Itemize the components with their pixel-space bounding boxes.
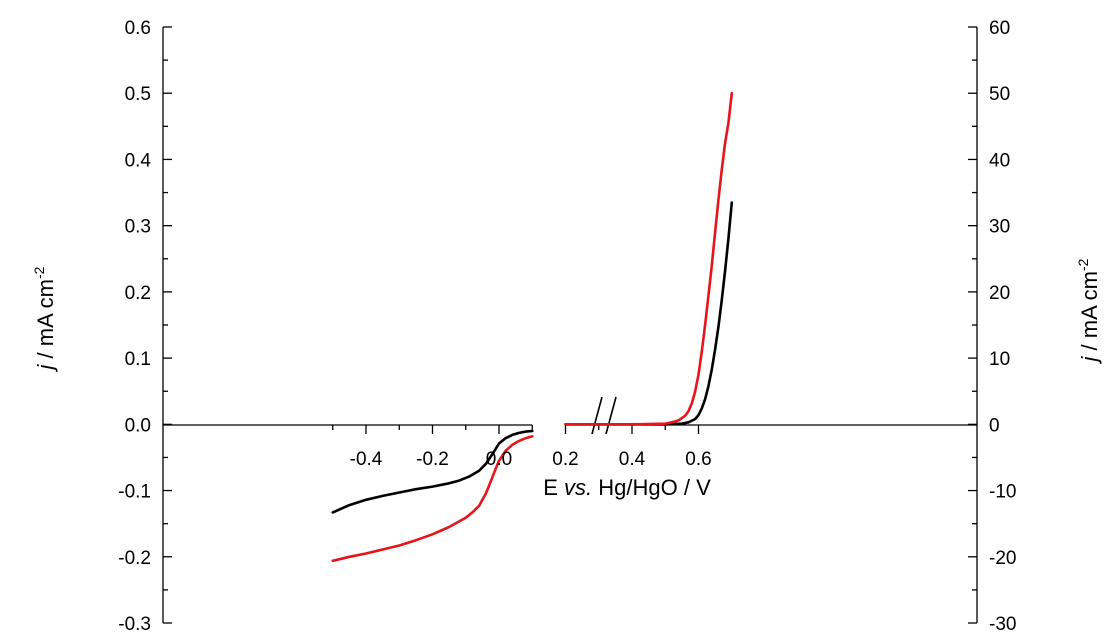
x-axis-label-italic: vs. [564,475,592,500]
y-right-tick-label: 30 [989,217,1010,238]
y-left-tick-label: -0.2 [118,548,151,569]
y-left-tick-label: 0.1 [125,349,151,370]
y-left-tick-label: 0.3 [125,217,151,238]
y-right-axis-label-superscript: -2 [1075,258,1091,271]
axis-break-mark [591,396,603,435]
axis-break-mark [605,396,617,435]
y-left-axis-label-italic: j [33,363,58,372]
x-tick-label: -0.4 [350,449,383,470]
y-left-tick-label: 0.2 [125,283,151,304]
labels: -0.3-0.2-0.10.00.10.20.30.40.50.6-30-20-… [31,18,1102,634]
y-right-axis-label-text: / mA cm [1077,271,1102,357]
y-left-axis-label-superscript: -2 [31,266,47,279]
x-axis-label: E vs. Hg/HgO / V [543,475,711,500]
x-tick-label: 0.4 [619,449,646,470]
y-right-tick-label: -30 [989,614,1016,634]
x-tick-label: 0.0 [486,449,512,470]
axes [162,26,978,624]
x-tick-label: 0.2 [552,449,578,470]
y-right-axis-label-italic: j [1077,355,1102,364]
y-left-tick-label: 0.6 [125,18,151,39]
y-left-axis-label: j / mA cm-2 [31,266,58,372]
x-tick-label: -0.2 [416,449,449,470]
series-1-left-line [331,429,534,514]
y-left-tick-label: 0.5 [125,84,151,105]
y-right-tick-label: 40 [989,150,1010,171]
y-right-tick-label: 60 [989,18,1010,39]
y-right-tick-label: -20 [989,548,1016,569]
y-left-tick-label: 0.4 [125,150,152,171]
x-axis-label-suffix: Hg/HgO / V [592,475,711,500]
x-tick-label: 0.6 [685,449,711,470]
y-left-axis-label-text: / mA cm [33,279,58,365]
series-2-right-line [564,91,734,426]
y-left-tick-label: -0.3 [118,614,151,634]
series-2-left-line [331,434,534,563]
y-right-axis-label: j / mA cm-2 [1075,258,1102,364]
y-right-tick-label: 0 [989,415,1000,436]
y-right-tick-label: 20 [989,283,1010,304]
x-axis-label-prefix: E [543,475,564,500]
y-right-tick-label: -10 [989,482,1016,503]
y-left-tick-label: -0.1 [118,482,151,503]
series-layer [331,91,734,563]
y-right-tick-label: 50 [989,84,1010,105]
y-right-tick-label: 10 [989,349,1010,370]
y-left-tick-label: 0.0 [125,415,151,436]
